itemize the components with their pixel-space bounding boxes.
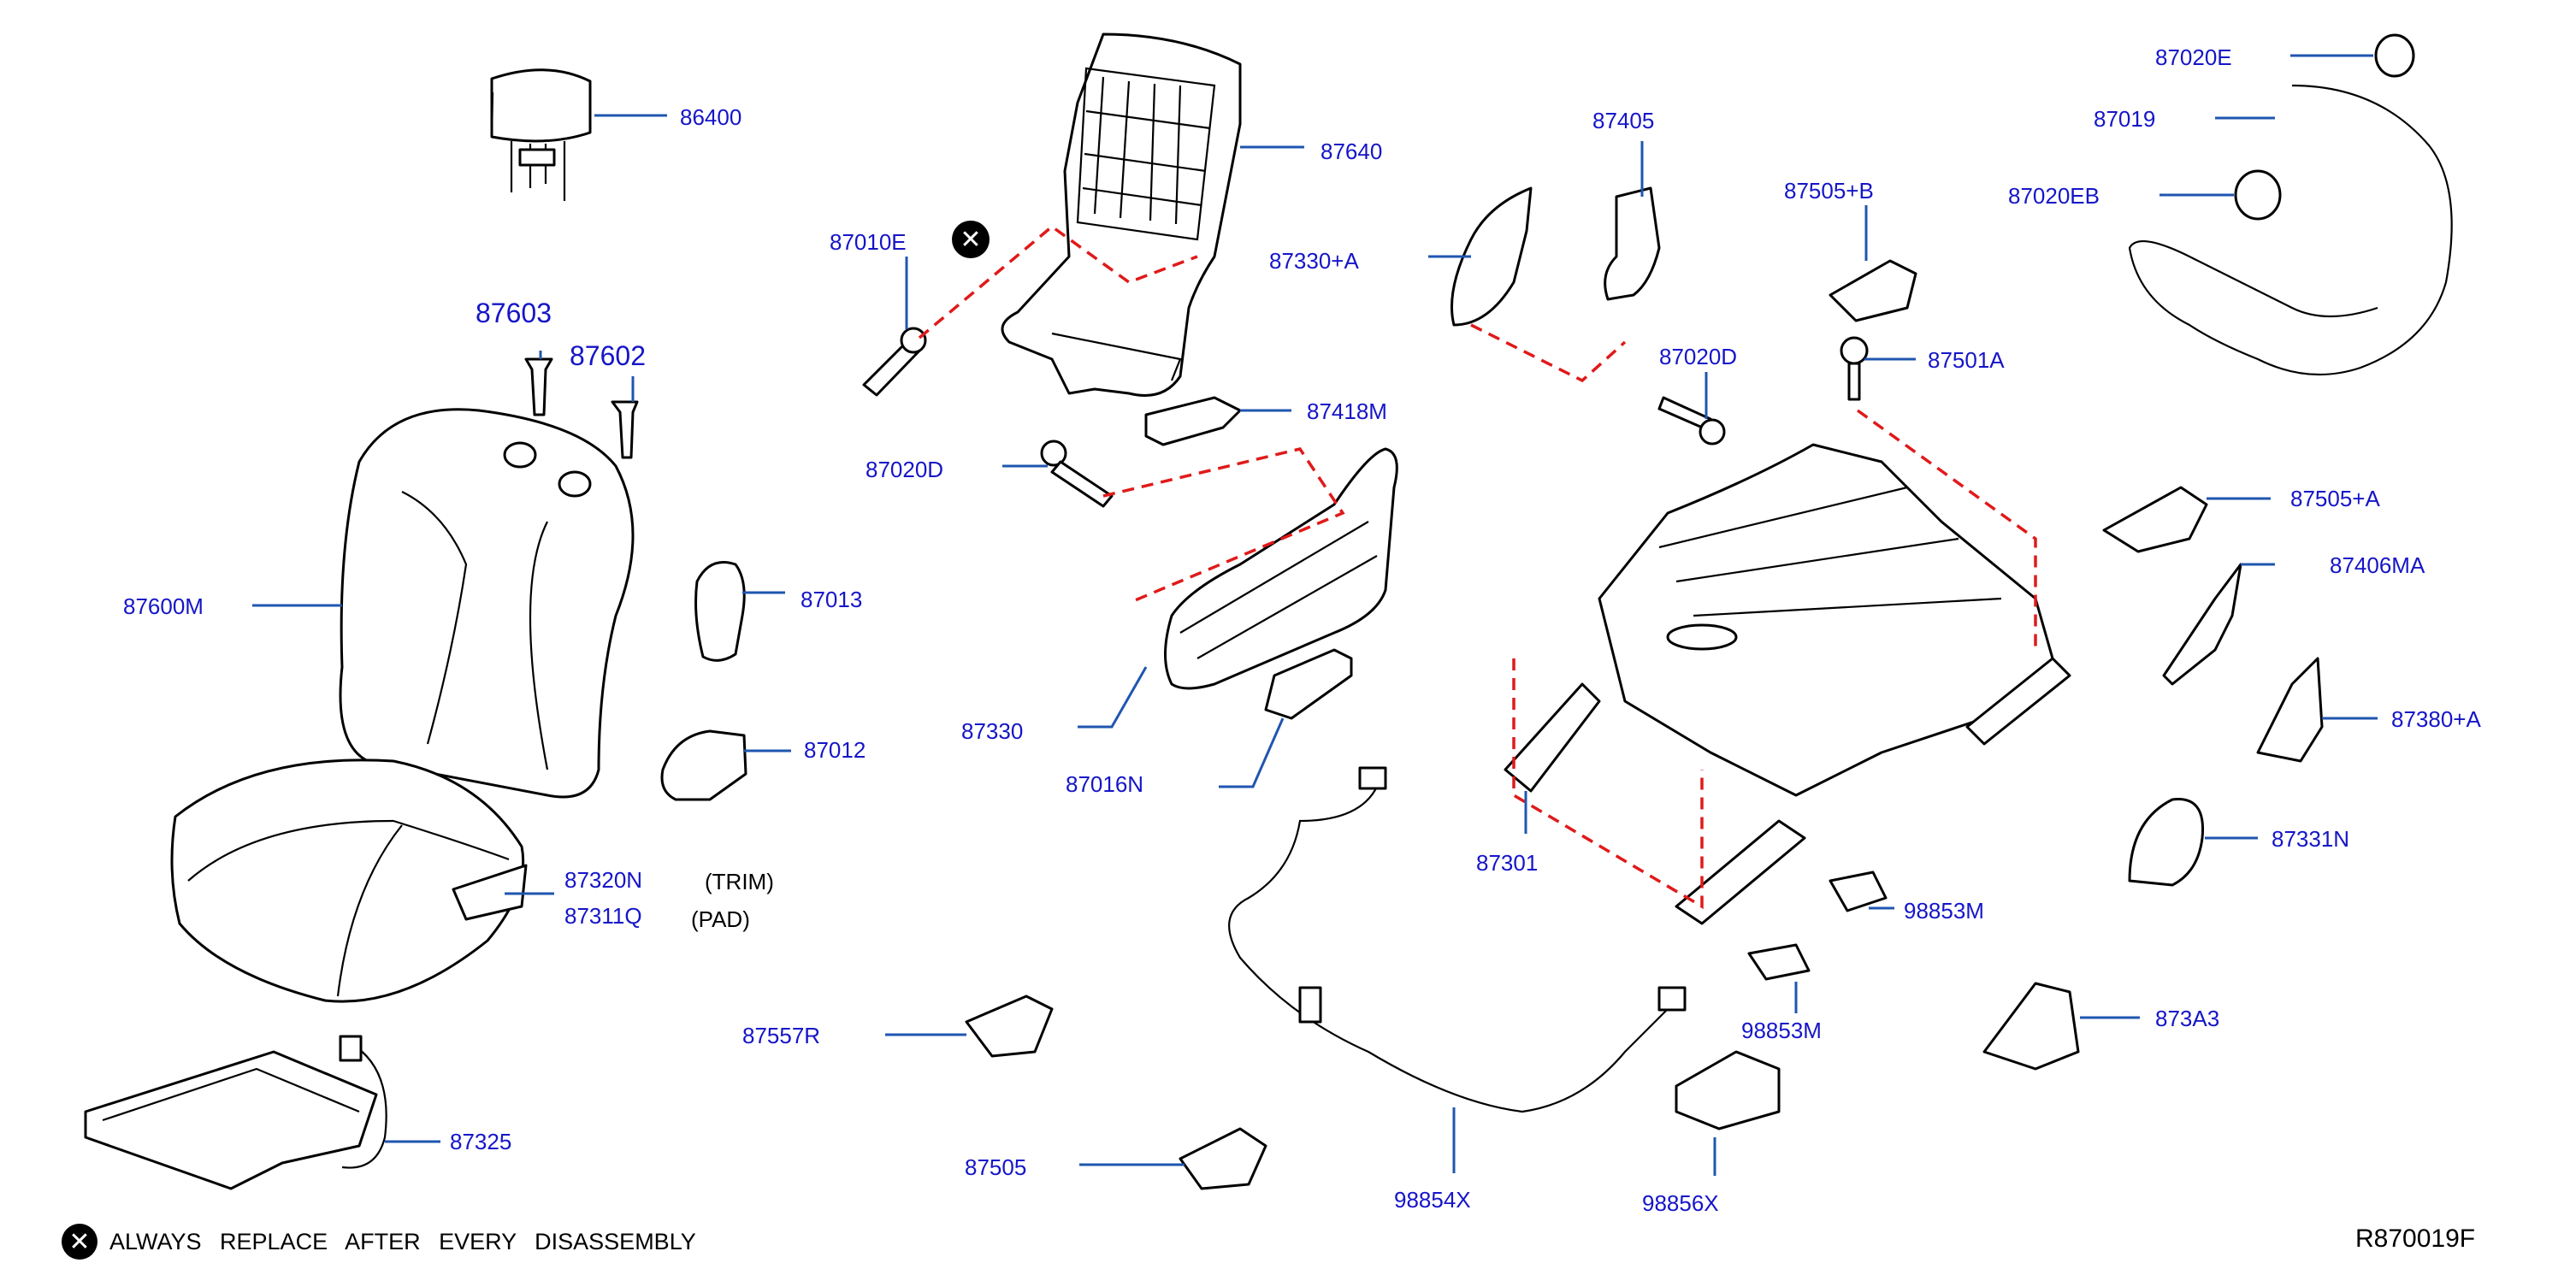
part-label-87331n[interactable]: 87331N	[2272, 826, 2350, 852]
part-label-87330[interactable]: 87330	[961, 718, 1024, 744]
diagram-code: R870019F	[2355, 1225, 2476, 1253]
part-label-87320n[interactable]: 87320N	[564, 867, 643, 893]
cover-87405	[1604, 186, 1661, 301]
part-label-87020eb[interactable]: 87020EB	[2008, 183, 2100, 209]
part-label-87600m[interactable]: 87600M	[123, 593, 204, 619]
bolt-87501a	[1840, 336, 1869, 401]
screw-87020d	[1040, 440, 1114, 508]
part-label-873a3[interactable]: 873A3	[2155, 1006, 2220, 1031]
connector	[1657, 986, 1687, 1012]
leader-lines	[252, 54, 2378, 1176]
part-label-87325[interactable]: 87325	[450, 1129, 512, 1154]
part-label-87019[interactable]: 87019	[2094, 106, 2156, 132]
part-label-87020d-left[interactable]: 87020D	[866, 457, 944, 482]
part-label-87311q[interactable]: 87311Q	[564, 903, 642, 929]
legend: ✕ ALWAYS REPLACE AFTER EVERY DISASSEMBLY	[62, 1223, 696, 1260]
side-covers	[660, 561, 747, 801]
seat-back-frame	[1001, 32, 1242, 397]
switch-87016n	[1264, 648, 1353, 720]
close-circle-icon: ✕	[952, 221, 990, 258]
part-label-87020d-mid[interactable]: 87020D	[1659, 344, 1738, 369]
module-98856x	[1675, 1050, 1781, 1130]
part-label-98853m-low[interactable]: 98853M	[1741, 1018, 1822, 1043]
part-label-87505b[interactable]: 87505+B	[1784, 178, 1874, 204]
headrest	[490, 68, 592, 201]
part-label-87330a[interactable]: 87330+A	[1269, 248, 1359, 274]
assembly-guides	[918, 224, 2037, 910]
cover-87331n	[2128, 798, 2205, 887]
bracket-873a3	[1982, 982, 2080, 1071]
clip-87505a	[2102, 486, 2208, 553]
part-label-87501a[interactable]: 87501A	[1928, 347, 2005, 373]
close-circle-icon: ✕	[62, 1224, 97, 1260]
part-label-87406ma[interactable]: 87406MA	[2330, 552, 2425, 578]
screw-87020d-mid	[1657, 396, 1726, 446]
harness-98854x	[1228, 786, 1669, 1113]
clip-87505	[1179, 1127, 1267, 1190]
clip-87557r	[965, 995, 1054, 1058]
bracket-87418m	[1144, 396, 1242, 446]
cover-87406ma	[2162, 563, 2242, 686]
cover-87330a	[1450, 186, 1533, 327]
part-label-87418m[interactable]: 87418M	[1307, 398, 1387, 424]
part-label-87020e[interactable]: 87020E	[2155, 44, 2232, 70]
clip-87020e	[2374, 33, 2415, 78]
part-label-87301[interactable]: 87301	[1476, 850, 1539, 876]
headrest-guides	[524, 357, 639, 459]
connector	[1298, 986, 1322, 1024]
seat-back-trim	[339, 408, 635, 799]
part-label-87505a[interactable]: 87505+A	[2290, 486, 2380, 511]
clip-98853m	[1747, 943, 1811, 981]
seat-frame	[1504, 443, 2071, 925]
part-label-87012[interactable]: 87012	[804, 737, 866, 763]
cushion-frame	[84, 1035, 387, 1190]
note-trim: (TRIM)	[705, 869, 774, 894]
part-label-98853m-right[interactable]: 98853M	[1904, 898, 1984, 924]
part-label-98854x[interactable]: 98854X	[1394, 1187, 1471, 1213]
legend-text: ALWAYS REPLACE AFTER EVERY DISASSEMBLY	[109, 1228, 696, 1254]
part-label-87016n[interactable]: 87016N	[1066, 771, 1144, 797]
side-shield	[1164, 447, 1398, 690]
part-label-87405[interactable]: 87405	[1592, 108, 1655, 133]
clip-87505b	[1829, 259, 1917, 322]
part-label-87380a[interactable]: 87380+A	[2391, 706, 2481, 732]
part-label-87603[interactable]: 87603	[476, 298, 552, 328]
part-label-87010e[interactable]: 87010E	[830, 229, 907, 255]
bolt-87010e	[862, 327, 927, 397]
note-pad: (PAD)	[691, 906, 750, 932]
harness-87019	[2128, 84, 2453, 376]
part-label-87013[interactable]: 87013	[801, 587, 863, 612]
seat-cushion	[170, 758, 528, 1003]
cover-87380a	[2256, 657, 2324, 763]
connector	[1358, 766, 1387, 790]
part-label-87505[interactable]: 87505	[965, 1154, 1027, 1180]
part-label-98856x[interactable]: 98856X	[1642, 1190, 1719, 1216]
part-label-86400[interactable]: 86400	[680, 104, 742, 130]
part-label-87557r[interactable]: 87557R	[742, 1023, 821, 1048]
part-label-87602[interactable]: 87602	[570, 340, 646, 371]
part-label-87640[interactable]: 87640	[1320, 139, 1383, 164]
clip-98853m	[1829, 871, 1888, 912]
clip-87020eb	[2234, 169, 2282, 221]
